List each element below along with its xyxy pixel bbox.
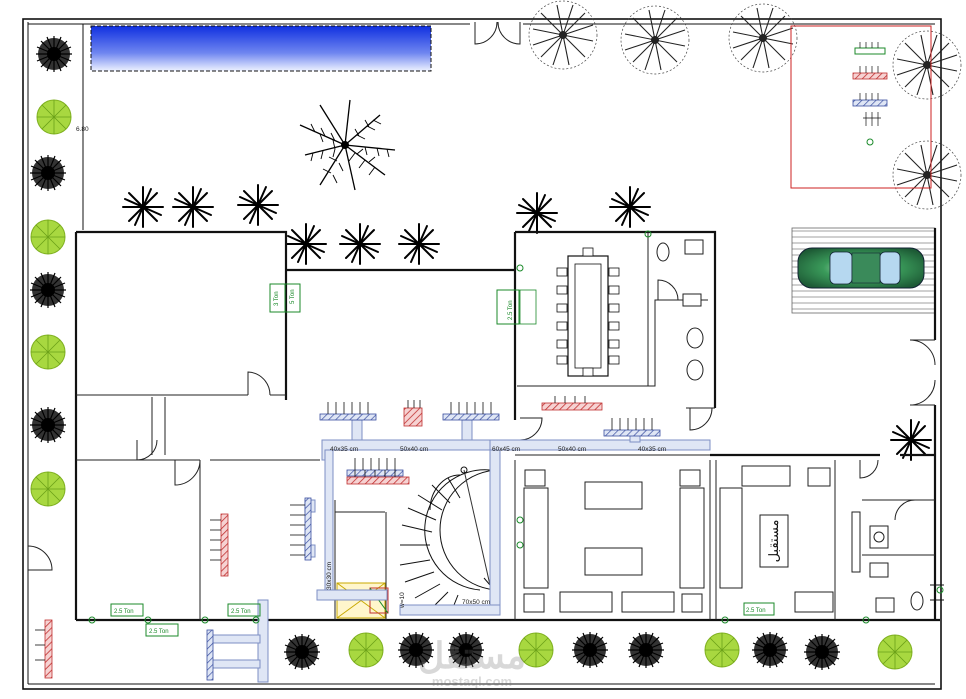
south-shrub-green-1 [348, 632, 384, 668]
duct-label-3: 60x45 cm [492, 446, 520, 453]
north-tree-4 [892, 30, 962, 100]
fan-palm-4 [285, 223, 327, 265]
north-tree-1 [528, 0, 598, 70]
south-shrub-green-4 [877, 634, 913, 670]
bath-fixtures-se [851, 511, 924, 613]
duct-label-1: 40x35 cm [330, 446, 358, 453]
watermark-latin: mostaql.com [432, 674, 512, 689]
duct-label-6: 30x30 cm [326, 562, 333, 590]
ac-unit-label-2: 5 Ton [290, 289, 296, 304]
ac-unit-label-5: 2.5 Ton [231, 609, 251, 615]
ac-unit-group-4: 2.5 Ton [227, 603, 261, 617]
calligraphy-art: مستقبل [766, 520, 781, 563]
west-tree-dark-1 [35, 35, 73, 73]
east-wall-marks [930, 584, 944, 601]
return-grille-3 [346, 476, 410, 485]
west-shrub-green-3 [30, 334, 66, 370]
ac-unit-label-7: 2.5 Ton [746, 608, 766, 614]
ac-unit-group-6: 2.5 Ton [743, 602, 775, 616]
main-gate [474, 21, 521, 45]
return-grille-1 [403, 407, 423, 427]
ac-unit-label-1: 3 Ton [274, 291, 280, 306]
fan-palm-2 [172, 186, 214, 228]
supply-diffuser-2 [442, 401, 500, 421]
duct-network [211, 419, 711, 683]
south-tree-dark-1 [283, 633, 321, 671]
west-tree-dark-3 [29, 271, 67, 309]
south-tree-dark-6 [751, 631, 789, 669]
supply-diffuser-3 [603, 417, 661, 437]
ac-unit-group-2: 2.5 Ton [496, 289, 537, 325]
duct-label-7: 70x50 cm [462, 599, 490, 606]
car [797, 247, 925, 289]
supply-arrows [35, 396, 586, 661]
west-shrub-green-2 [30, 219, 66, 255]
fan-palm-5 [339, 223, 381, 265]
ac-unit-label-3: 2.5 Ton [508, 300, 514, 320]
south-tree-dark-4 [571, 631, 609, 669]
spiral-staircase [399, 466, 501, 616]
south-tree-dark-5 [627, 631, 665, 669]
fan-palm-7 [516, 192, 558, 234]
supply-diffuser-1 [319, 401, 377, 421]
meeting-table [556, 247, 620, 377]
wall-units-left-stair [88, 230, 944, 624]
south-shrub-green-3 [704, 632, 740, 668]
ac-unit-group-1: 3 Ton 5 Ton [269, 283, 301, 313]
supply-diffuser-side [304, 497, 312, 561]
west-shrub-green-1 [36, 99, 72, 135]
duct-label-8: w=10 [399, 592, 406, 609]
ac-unit-group-5: 2.5 Ton [145, 623, 179, 637]
north-tree-2 [620, 5, 690, 75]
fan-palm-1 [122, 186, 164, 228]
south-tree-dark-7 [803, 633, 841, 671]
watermark-arabic: مستقل [418, 635, 526, 676]
return-grille-2 [541, 402, 603, 411]
pool-width-label: 6.80 [76, 126, 89, 133]
door-swings [27, 279, 936, 571]
west-tree-dark-4 [29, 406, 67, 444]
watermark: مستقل mostaql.com [418, 635, 526, 689]
north-tree-3 [728, 3, 798, 73]
west-tree-dark-2 [29, 154, 67, 192]
outdoor-unit-group [852, 42, 888, 146]
duct-label-2: 50x40 cm [400, 446, 428, 453]
fan-palm-6 [398, 223, 440, 265]
duct-label-5: 40x35 cm [638, 446, 666, 453]
west-shrub-green-4 [30, 471, 66, 507]
bath-fixtures-ne [656, 239, 704, 381]
ac-unit-label-6: 2.5 Ton [149, 629, 169, 635]
living-room-furniture [523, 465, 834, 613]
fan-palm-8 [609, 186, 651, 228]
ac-unit-label-4: 2.5 Ton [114, 609, 134, 615]
ac-unit-group-3: 2.5 Ton [110, 603, 144, 617]
duct-label-4: 50x40 cm [558, 446, 586, 453]
palm-tree [299, 99, 396, 191]
swimming-pool [90, 25, 432, 72]
north-tree-5 [892, 140, 962, 210]
fan-palm-3 [237, 184, 279, 226]
return-grille-4 [220, 513, 229, 577]
building-walls [74, 228, 940, 622]
return-grille-5 [44, 619, 53, 679]
service-zone-outline [790, 25, 932, 189]
supply-diffuser-south [206, 629, 214, 681]
site-boundary [22, 18, 942, 690]
